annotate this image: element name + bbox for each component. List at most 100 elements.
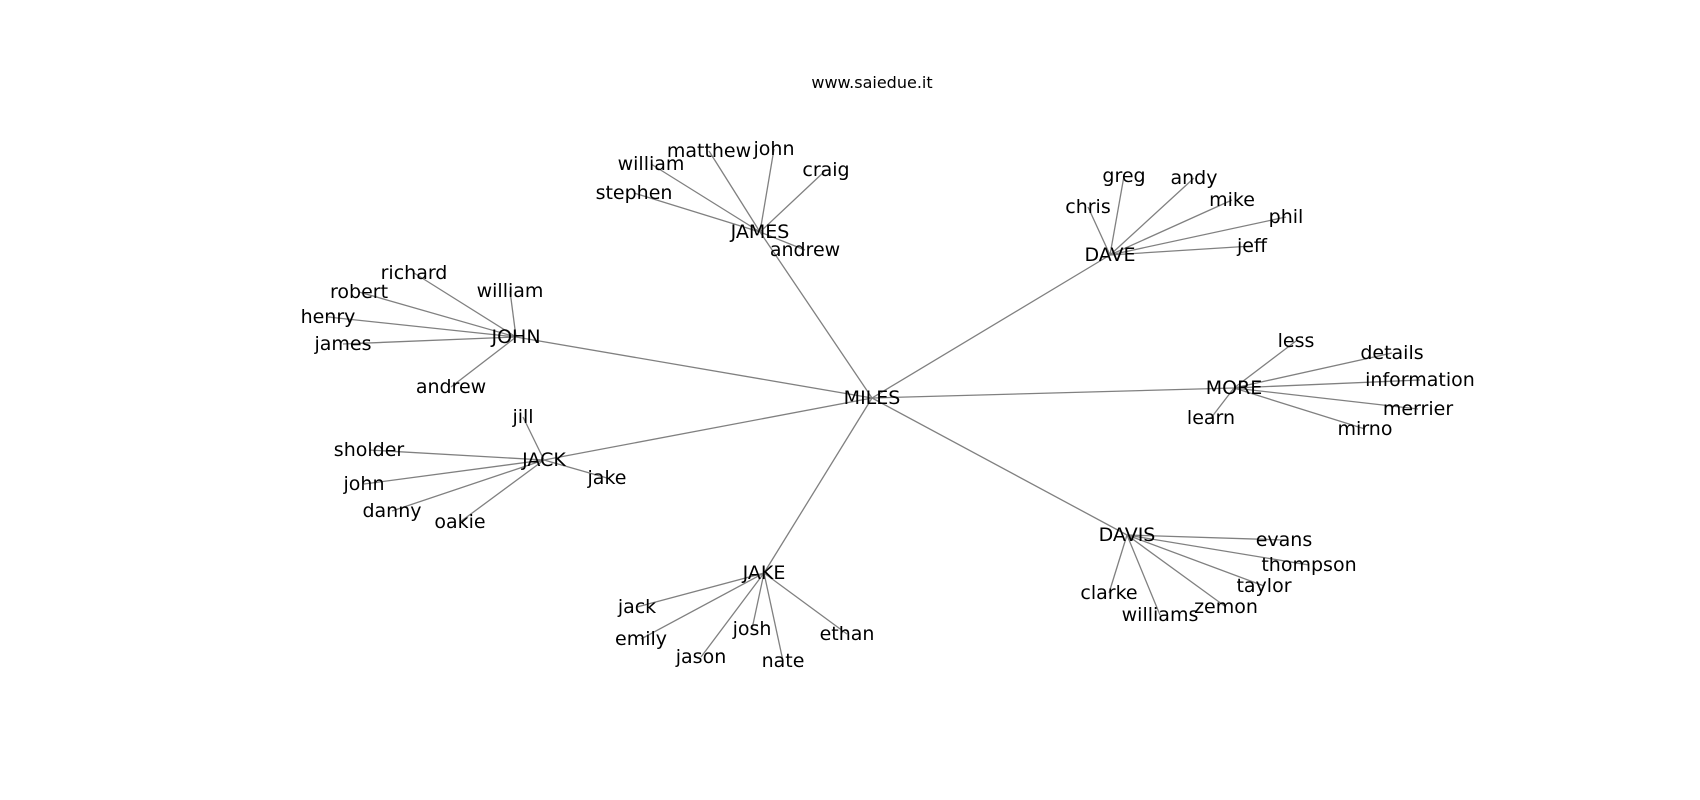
hub-node-label-dave: DAVE <box>1084 244 1135 266</box>
leaf-node-label-james-stephen: stephen <box>596 182 673 204</box>
edge-jack-john <box>363 459 545 485</box>
leaf-node-label-james-john: john <box>753 138 795 160</box>
edge-more-merrier <box>1233 387 1419 410</box>
leaf-node-label-jack-jill: jill <box>511 406 533 428</box>
edge-dave-jeff <box>1109 245 1253 256</box>
leaf-node-label-more-details: details <box>1360 342 1423 364</box>
leaf-node-label-davis-clarke: clarke <box>1080 582 1137 604</box>
edge-john-james <box>342 336 517 345</box>
edge-more-less <box>1233 340 1297 389</box>
leaf-node-label-davis-williams: williams <box>1122 604 1199 626</box>
edge-john-richard <box>413 272 517 338</box>
leaf-node-label-james-matthew: matthew <box>667 140 751 162</box>
edge-john-william <box>509 290 517 338</box>
edge-dave-chris <box>1087 206 1111 256</box>
edge-james-william <box>650 163 761 233</box>
leaf-node-label-davis-evans: evans <box>1256 529 1313 551</box>
hub-node-label-davis: DAVIS <box>1099 524 1156 546</box>
leaf-node-label-jack-sholder: sholder <box>334 439 405 461</box>
edge-james-john <box>759 148 775 233</box>
edge-dave-andy <box>1109 177 1195 256</box>
edge-jake-josh <box>751 572 765 630</box>
leaf-node-label-more-less: less <box>1278 330 1315 352</box>
leaf-node-label-davis-zemon: zemon <box>1194 596 1258 618</box>
leaf-node-label-james-craig: craig <box>802 159 849 181</box>
edge-jack-jill <box>522 416 545 461</box>
hub-node-label-jake: JAKE <box>742 562 786 584</box>
edge-dave-mike <box>1109 199 1233 256</box>
hub-node-label-john: JOHN <box>490 326 540 348</box>
leaf-node-label-more-merrier: merrier <box>1383 398 1453 420</box>
leaf-node-label-dave-mike: mike <box>1209 189 1255 211</box>
edge-more-learn <box>1210 387 1235 419</box>
edge-root-jake <box>763 397 873 574</box>
leaf-node-label-dave-andy: andy <box>1171 167 1218 189</box>
leaf-node-label-jack-oakie: oakie <box>434 511 485 533</box>
leaf-node-label-dave-chris: chris <box>1065 196 1110 218</box>
edge-more-mirno <box>1233 387 1366 430</box>
edge-davis-taylor <box>1126 534 1265 587</box>
leaf-node-label-john-robert: robert <box>330 281 388 303</box>
leaf-node-label-john-andrew: andrew <box>416 376 486 398</box>
edge-davis-thompson <box>1126 534 1310 566</box>
leaf-node-label-jake-jason: jason <box>675 646 727 668</box>
leaf-node-label-john-william: william <box>477 280 544 302</box>
hub-node-label-more: MORE <box>1206 377 1263 399</box>
edge-davis-zemon <box>1126 534 1227 608</box>
edge-jake-nate <box>763 572 784 662</box>
edge-dave-phil <box>1109 216 1287 256</box>
edge-dave-greg <box>1109 175 1125 256</box>
edge-root-james <box>759 231 873 399</box>
hub-node-label-james: JAMES <box>730 221 790 243</box>
edge-john-henry <box>327 316 517 338</box>
leaf-node-label-jake-ethan: ethan <box>820 623 875 645</box>
leaf-node-label-jack-jake: jake <box>587 467 627 489</box>
edge-root-john <box>515 336 873 399</box>
leaf-node-label-davis-thompson: thompson <box>1261 554 1356 576</box>
leaf-node-label-james-andrew: andrew <box>770 239 840 261</box>
edge-root-davis <box>871 397 1128 536</box>
edge-root-dave <box>871 254 1111 399</box>
edge-more-information <box>1233 379 1421 389</box>
leaf-node-label-john-richard: richard <box>381 262 448 284</box>
edges <box>327 148 1421 662</box>
leaf-node-label-dave-phil: phil <box>1269 206 1304 228</box>
edge-davis-clarke <box>1108 534 1128 594</box>
edge-root-jack <box>543 397 873 461</box>
edge-john-andrew <box>450 336 517 388</box>
leaf-node-label-jake-jack: jack <box>617 596 656 618</box>
root-node-label: MILES <box>844 387 901 409</box>
edge-jake-jason <box>700 572 765 658</box>
leaf-node-label-jake-emily: emily <box>615 628 667 650</box>
edge-davis-williams <box>1126 534 1161 616</box>
edge-jack-sholder <box>368 449 545 461</box>
leaf-node-label-more-learn: learn <box>1187 407 1235 429</box>
edge-jake-ethan <box>763 572 848 635</box>
leaf-node-label-jack-danny: danny <box>362 500 421 522</box>
leaf-node-label-more-mirno: mirno <box>1338 418 1393 440</box>
edge-more-details <box>1233 352 1393 389</box>
leaf-node-label-john-henry: henry <box>301 306 356 328</box>
edge-john-robert <box>358 291 517 338</box>
leaf-node-label-more-information: information <box>1365 369 1475 391</box>
leaf-node-label-jack-john: john <box>343 473 385 495</box>
edge-jack-danny <box>391 459 545 512</box>
edge-james-craig <box>759 169 827 233</box>
leaf-node-label-davis-taylor: taylor <box>1236 575 1291 597</box>
edge-jake-jack <box>636 572 765 608</box>
leaf-node-label-dave-jeff: jeff <box>1236 235 1268 257</box>
graph-title: www.saiedue.it <box>811 73 932 92</box>
leaf-node-label-james-william: william <box>618 153 685 175</box>
edge-james-andrew <box>759 231 806 251</box>
edge-jake-emily <box>640 572 765 640</box>
edge-james-matthew <box>708 150 761 233</box>
leaf-node-label-john-james: james <box>313 333 371 355</box>
leaf-node-label-jake-josh: josh <box>732 618 772 640</box>
leaf-node-label-jake-nate: nate <box>762 650 805 672</box>
edge-davis-evans <box>1126 534 1285 541</box>
edge-james-stephen <box>633 192 761 233</box>
leaf-node-label-dave-greg: greg <box>1102 165 1145 187</box>
hub-node-label-jack: JACK <box>521 449 566 471</box>
